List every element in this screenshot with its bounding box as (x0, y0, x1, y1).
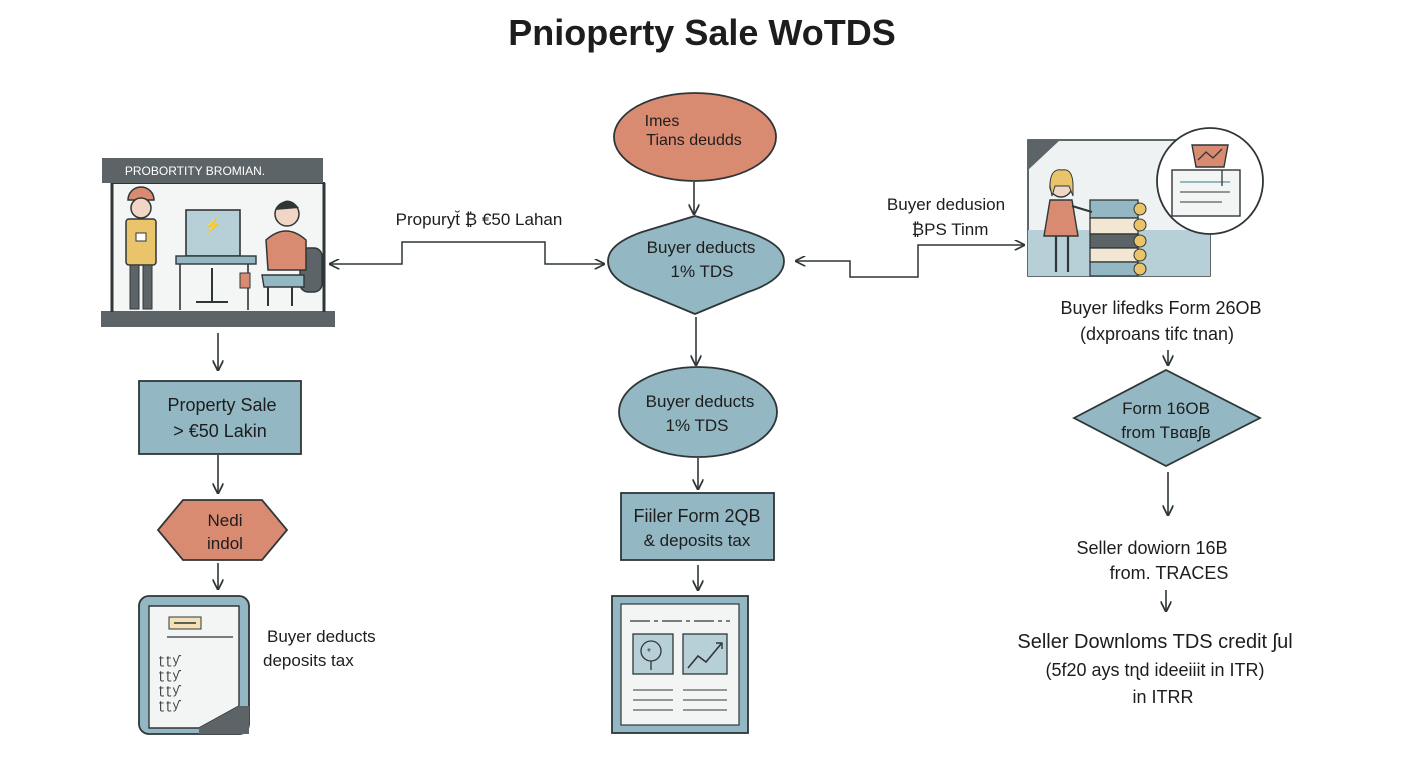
lightbulb-icon: * (632, 633, 674, 675)
stacked-files-icon (1089, 199, 1147, 277)
svg-text:& deposits tax: & deposits tax (644, 531, 751, 550)
svg-text:> €50 Lakin: > €50 Lakin (173, 421, 267, 441)
svg-text:Buyer deducts: Buyer deducts (646, 392, 755, 411)
property-sale-box: Property Sale > €50 Lakin (138, 380, 302, 455)
svg-text:Seller dowiorn 16B: Seller dowiorn 16B (1076, 538, 1227, 558)
right-connector-label-2: ₿PS Tinm (912, 220, 989, 239)
svg-text:1% TDS: 1% TDS (666, 416, 729, 435)
person-at-desk-icon (261, 200, 323, 306)
right-connector (796, 245, 1024, 278)
svg-text:Imes: Imes (645, 113, 680, 130)
center-oval: Buyer deducts 1% TDS (618, 366, 778, 458)
svg-text:deposits tax: deposits tax (263, 651, 354, 670)
svg-text:from Tʙαʙʃʙ: from Tʙαʙʃʙ (1121, 423, 1211, 442)
filer-form-box: Fiiler Form 2QB & deposits tax (620, 492, 775, 561)
right-text-3: Seller Downloms TDS credit ʃul (5f20 ays… (1017, 631, 1292, 707)
svg-text:indol: indol (207, 534, 243, 553)
svg-text:*: * (647, 647, 651, 658)
left-hexagon: Nedi indol (156, 499, 289, 561)
svg-text:(dxproans tifc tnan): (dxproans tifc tnan) (1080, 324, 1234, 344)
left-connector-label: Propuryt̆ ₿ €50 Lahan (396, 210, 563, 229)
right-text-2: Seller dowiorn 16B from. TRACES (1076, 538, 1228, 583)
svg-text:Nedi: Nedi (208, 511, 243, 530)
svg-text:ʈʈƴ: ʈʈƴ (158, 684, 181, 698)
svg-text:Tians deudds: Tians deudds (646, 132, 741, 149)
svg-text:from. TRACES: from. TRACES (1110, 563, 1229, 583)
top-oval: Imes Tians deudds (613, 92, 777, 182)
right-hexagon: Form 16OB from Tʙαʙʃʙ (1072, 368, 1262, 468)
svg-text:⚡: ⚡ (204, 217, 221, 234)
left-note: Buyer deducts deposits tax (263, 627, 376, 670)
svg-text:Buyer deducts: Buyer deducts (647, 238, 756, 257)
right-connector-label-1: Buyer dedusion (887, 195, 1005, 214)
svg-text:Form 16OB: Form 16OB (1122, 399, 1210, 418)
svg-text:Property Sale: Property Sale (167, 395, 276, 415)
right-illustration (1027, 127, 1264, 277)
center-diamond: Buyer deducts 1% TDS (607, 215, 785, 315)
svg-text:Buyer lifedks Form 26OB: Buyer lifedks Form 26OB (1060, 298, 1261, 318)
woman-figure-icon (1043, 169, 1093, 272)
svg-text:Fiiler Form 2QB: Fiiler Form 2QB (633, 506, 760, 526)
svg-text:1% TDS: 1% TDS (671, 262, 734, 281)
left-connector (330, 241, 604, 264)
svg-text:ʈʈƴ: ʈʈƴ (158, 669, 181, 683)
report-document-icon: * (611, 595, 749, 734)
certificate-icon (1156, 127, 1264, 235)
svg-text:in ITRR: in ITRR (1132, 687, 1193, 707)
svg-text:ʈʈƴ: ʈʈƴ (158, 699, 181, 713)
office-banner: PROBORTITY BROMIAN. (125, 164, 265, 178)
document-icon: ʈʈƴ ʈʈƴ ʈʈƴ ʈʈƴ (138, 595, 250, 735)
chart-icon (682, 633, 728, 675)
svg-text:Buyer deducts: Buyer deducts (267, 627, 376, 646)
right-text-1: Buyer lifedks Form 26OB (dxproans tifc t… (1060, 298, 1261, 344)
worker-icon (125, 186, 157, 310)
page-title: Pnioperty Sale WoTDS (508, 12, 895, 53)
svg-text:ʈʈƴ: ʈʈƴ (158, 654, 181, 668)
svg-text:Seller Downloms TDS credit ʃul: Seller Downloms TDS credit ʃul (1017, 631, 1292, 653)
svg-text:(5f20 ays tɳd ideeiiit in ITR): (5f20 ays tɳd ideeiiit in ITR) (1045, 660, 1264, 680)
